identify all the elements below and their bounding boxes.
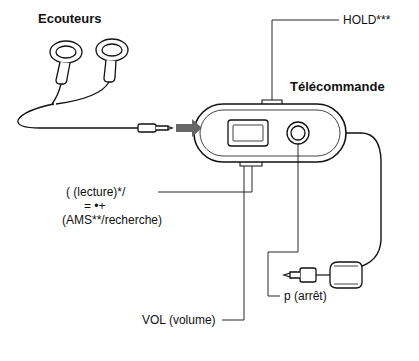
- remote-display: [228, 120, 268, 146]
- part-label: Télécommande: [290, 80, 385, 94]
- leader-line: [222, 166, 244, 320]
- earbud-left: [50, 41, 82, 84]
- part-label: HOLD***: [343, 13, 390, 27]
- control-label: (AMS**/recherche): [62, 213, 162, 227]
- control-label: p (arrêt): [284, 289, 327, 303]
- volume-control: [240, 162, 262, 166]
- earphone-plug: [138, 124, 172, 132]
- insert-arrow: [176, 119, 202, 137]
- earbud-right: [96, 39, 128, 82]
- remote-plug: [284, 262, 362, 288]
- remote-body: [194, 100, 346, 166]
- leader-line: [158, 166, 252, 192]
- earphone-cable: [52, 84, 61, 104]
- hold-switch: [262, 100, 282, 104]
- remote-cable: [346, 133, 381, 268]
- part-label: Ecouteurs: [38, 12, 102, 26]
- earphone-cable: [56, 82, 109, 104]
- earphone-cable: [18, 104, 140, 128]
- control-label: = •+: [84, 199, 106, 213]
- control-label: VOL (volume): [142, 313, 216, 327]
- stop-button: [287, 122, 309, 144]
- leader-line: [268, 144, 298, 296]
- control-label: ( (lecture)*/: [66, 185, 125, 199]
